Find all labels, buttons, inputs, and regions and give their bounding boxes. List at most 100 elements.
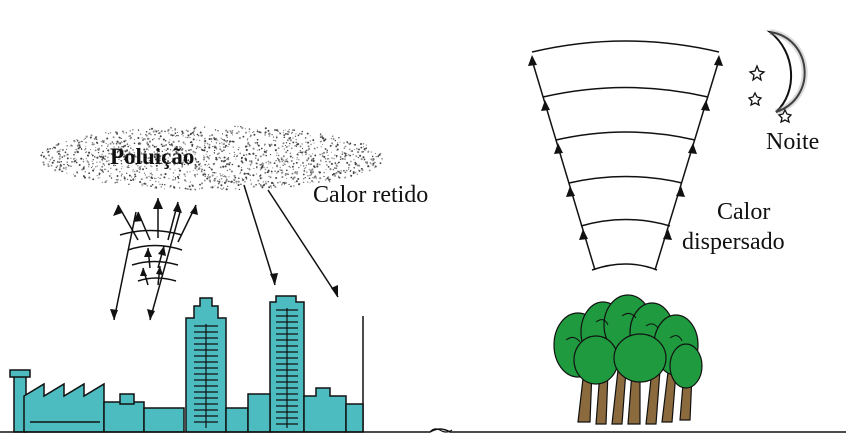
pollution-speck	[146, 143, 148, 145]
pollution-speck	[289, 155, 292, 158]
pollution-speck	[153, 151, 155, 153]
pollution-speck	[99, 168, 102, 171]
pollution-speck	[100, 140, 102, 143]
pollution-speck	[298, 132, 301, 135]
pollution-speck	[150, 127, 154, 130]
pollution-speck	[334, 172, 337, 175]
pollution-speck	[299, 183, 301, 185]
pollution-speck	[189, 171, 191, 173]
pollution-speck	[85, 135, 88, 138]
pollution-speck	[226, 131, 229, 133]
pollution-speck	[349, 142, 352, 145]
pollution-speck	[41, 151, 44, 154]
pollution-speck	[159, 183, 161, 186]
pollution-speck	[97, 151, 100, 154]
pollution-speck	[149, 159, 152, 162]
pollution-speck	[91, 143, 94, 146]
pollution-speck	[208, 179, 211, 182]
pollution-speck	[157, 177, 159, 179]
pollution-speck	[92, 143, 95, 146]
pollution-speck	[222, 143, 225, 145]
pollution-speck	[226, 169, 228, 171]
arrowhead	[331, 285, 338, 297]
pollution-speck	[136, 169, 139, 173]
pollution-speck	[292, 141, 295, 144]
pollution-speck	[258, 131, 261, 134]
pollution-speck	[102, 140, 104, 142]
pollution-speck	[211, 134, 214, 137]
pollution-speck	[318, 163, 321, 166]
pollution-speck	[309, 140, 311, 142]
pollution-speck	[151, 173, 153, 176]
pollution-speck	[303, 178, 305, 180]
pollution-speck	[321, 136, 324, 138]
pollution-speck	[330, 151, 332, 153]
pollution-speck	[305, 141, 307, 143]
pollution-speck	[252, 174, 255, 177]
pollution-speck	[273, 139, 275, 141]
pollution-speck	[104, 180, 107, 184]
pollution-speck	[194, 168, 196, 170]
pollution-speck	[319, 177, 322, 180]
pollution-speck	[158, 137, 161, 140]
pollution-speck	[307, 148, 310, 151]
pollution-speck	[112, 136, 115, 139]
pollution-speck	[221, 150, 223, 153]
pollution-speck	[116, 178, 119, 181]
pollution-speck	[223, 149, 225, 152]
pollution-speck	[374, 161, 376, 164]
pollution-speck	[85, 145, 87, 147]
pollution-speck	[165, 143, 168, 147]
pollution-speck	[172, 185, 175, 188]
factory-roof-vent	[119, 393, 135, 405]
arrowhead	[663, 229, 672, 240]
pollution-speck	[286, 133, 288, 135]
pollution-speck	[140, 152, 142, 154]
pollution-speck	[83, 176, 86, 179]
pollution-speck	[288, 142, 291, 144]
pollution-speck	[314, 176, 317, 178]
pollution-speck	[181, 152, 184, 155]
pollution-speck	[232, 146, 235, 148]
pollution-speck	[194, 165, 197, 168]
pollution-speck	[232, 140, 235, 143]
heat-wave-arc	[137, 277, 177, 282]
pollution-speck	[137, 129, 140, 131]
pollution-speck	[330, 137, 333, 140]
pollution-speck	[248, 168, 250, 170]
pollution-speck	[208, 166, 211, 169]
pollution-speck	[99, 156, 102, 158]
pollution-speck	[88, 172, 91, 175]
pollution-speck	[217, 140, 219, 142]
pollution-speck	[292, 137, 294, 139]
pollution-speck	[203, 156, 206, 159]
pollution-speck	[185, 136, 187, 139]
pollution-speck	[268, 143, 270, 145]
pollution-speck	[172, 130, 174, 132]
pollution-speck	[49, 147, 51, 150]
pollution-speck	[231, 129, 234, 132]
pollution-speck	[219, 166, 222, 169]
pollution-speck	[45, 158, 48, 160]
pollution-speck	[181, 148, 184, 151]
pollution-speck	[155, 177, 157, 180]
pollution-speck	[107, 145, 109, 147]
pollution-speck	[256, 129, 258, 131]
pollution-speck	[101, 165, 104, 168]
pollution-speck	[235, 180, 238, 183]
pollution-speck	[134, 176, 136, 178]
pollution-speck	[183, 154, 185, 156]
pollution-speck	[77, 147, 80, 150]
pollution-speck	[302, 181, 305, 184]
pollution-speck	[266, 166, 268, 169]
pollution-speck	[92, 169, 95, 172]
pollution-speck	[184, 175, 187, 177]
pollution-speck	[206, 177, 209, 180]
pollution-speck	[234, 125, 236, 128]
pollution-speck	[241, 156, 243, 159]
pollution-speck	[230, 131, 233, 135]
pollution-speck	[343, 147, 345, 149]
pollution-speck	[157, 150, 160, 153]
pollution-speck	[224, 165, 227, 168]
